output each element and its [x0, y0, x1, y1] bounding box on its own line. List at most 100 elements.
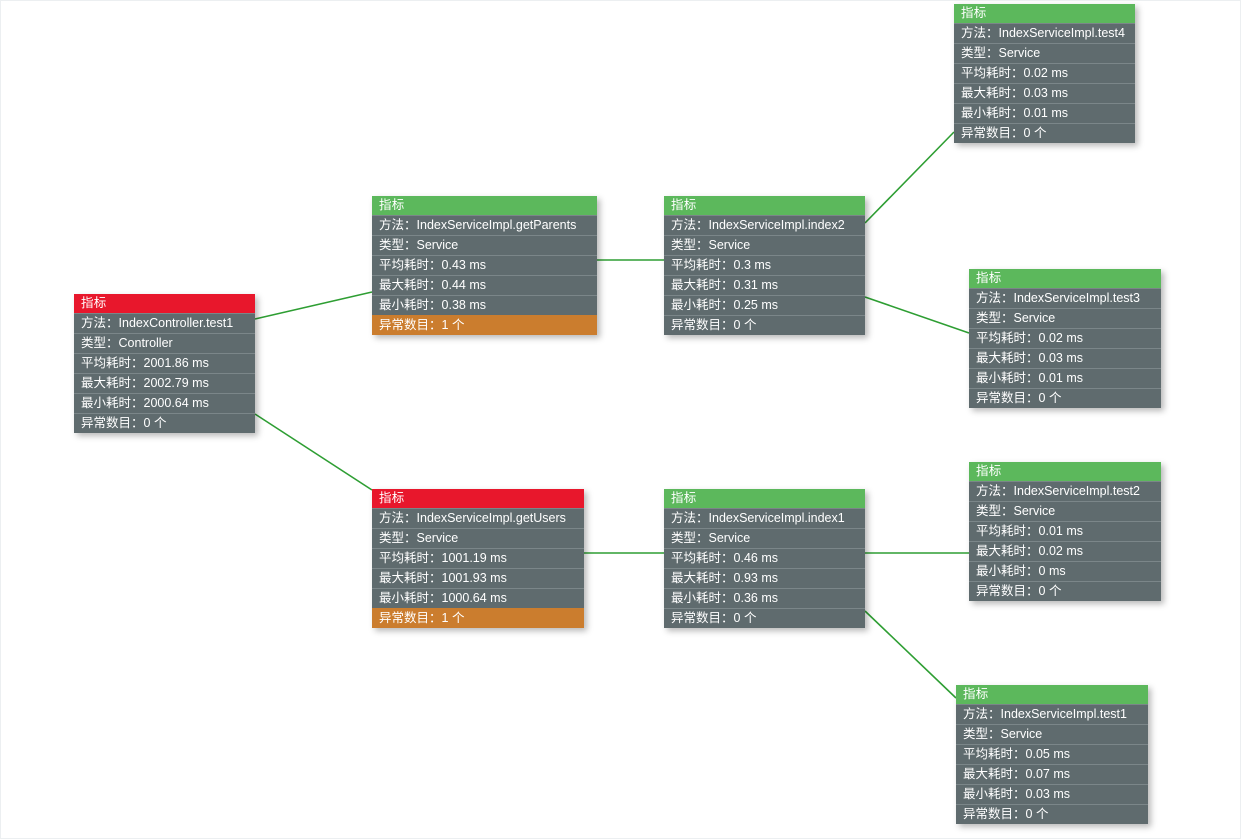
node-row-errors-test1: 异常数目：0 个 — [956, 804, 1148, 824]
row-value-method: IndexServiceImpl.test1 — [1000, 707, 1127, 721]
row-label-type: 类型： — [379, 531, 417, 545]
row-label-method: 方法： — [671, 218, 709, 232]
row-value-min: 0.36 ms — [733, 591, 778, 605]
row-value-errors: 1 个 — [441, 611, 465, 625]
row-label-type: 类型： — [961, 46, 999, 60]
row-value-errors: 0 个 — [143, 416, 167, 430]
node-row-method-getUsers: 方法：IndexServiceImpl.getUsers — [372, 508, 584, 528]
row-label-type: 类型： — [671, 531, 709, 545]
node-row-method-test1: 方法：IndexServiceImpl.test1 — [956, 704, 1148, 724]
row-value-errors: 0 个 — [1025, 807, 1049, 821]
row-label-errors: 异常数目： — [81, 416, 144, 430]
row-value-type: Service — [708, 531, 751, 545]
row-label-avg: 平均耗时： — [961, 66, 1024, 80]
row-value-method: IndexServiceImpl.getUsers — [416, 511, 566, 525]
node-row-errors-getUsers: 异常数目：1 个 — [372, 608, 584, 628]
row-value-avg: 0.05 ms — [1025, 747, 1070, 761]
row-value-type: Service — [1000, 727, 1043, 741]
row-value-errors: 1 个 — [441, 318, 465, 332]
node-row-avg-test1: 平均耗时：0.05 ms — [956, 744, 1148, 764]
edge-index2-to-test4 — [864, 131, 955, 224]
row-value-max: 0.07 ms — [1025, 767, 1070, 781]
row-value-min: 0.01 ms — [1023, 106, 1068, 120]
node-row-type-index1: 类型：Service — [664, 528, 865, 548]
row-value-max: 0.31 ms — [733, 278, 778, 292]
row-label-avg: 平均耗时： — [671, 258, 734, 272]
row-label-min: 最小耗时： — [976, 564, 1039, 578]
node-row-type-test2: 类型：Service — [969, 501, 1161, 521]
row-label-errors: 异常数目： — [976, 391, 1039, 405]
row-label-min: 最小耗时： — [81, 396, 144, 410]
node-header-getUsers: 指标 — [372, 489, 584, 508]
node-header-index1: 指标 — [664, 489, 865, 508]
node-row-type-index2: 类型：Service — [664, 235, 865, 255]
row-value-type: Service — [416, 531, 459, 545]
row-label-avg: 平均耗时： — [379, 258, 442, 272]
node-row-type-getUsers: 类型：Service — [372, 528, 584, 548]
row-label-errors: 异常数目： — [671, 318, 734, 332]
node-row-method-index1: 方法：IndexServiceImpl.index1 — [664, 508, 865, 528]
row-label-errors: 异常数目： — [976, 584, 1039, 598]
node-row-avg-index2: 平均耗时：0.3 ms — [664, 255, 865, 275]
row-value-max: 0.02 ms — [1038, 544, 1083, 558]
node-row-min-test2: 最小耗时：0 ms — [969, 561, 1161, 581]
row-value-max: 0.44 ms — [441, 278, 486, 292]
node-row-min-test1: 最小耗时：0.03 ms — [956, 784, 1148, 804]
row-value-avg: 1001.19 ms — [441, 551, 507, 565]
node-row-errors-index1: 异常数目：0 个 — [664, 608, 865, 628]
row-value-max: 0.03 ms — [1023, 86, 1068, 100]
row-label-method: 方法： — [379, 218, 417, 232]
row-value-avg: 0.01 ms — [1038, 524, 1083, 538]
row-value-avg: 0.43 ms — [441, 258, 486, 272]
row-label-method: 方法： — [81, 316, 119, 330]
node-header-test4: 指标 — [954, 4, 1135, 23]
node-row-method-test3: 方法：IndexServiceImpl.test3 — [969, 288, 1161, 308]
row-value-type: Service — [708, 238, 751, 252]
row-value-avg: 0.02 ms — [1023, 66, 1068, 80]
node-row-avg-index1: 平均耗时：0.46 ms — [664, 548, 865, 568]
row-label-type: 类型： — [671, 238, 709, 252]
node-row-type-test3: 类型：Service — [969, 308, 1161, 328]
row-label-max: 最大耗时： — [976, 351, 1039, 365]
node-row-errors-test3: 异常数目：0 个 — [969, 388, 1161, 408]
node-row-min-test4: 最小耗时：0.01 ms — [954, 103, 1135, 123]
row-label-min: 最小耗时： — [671, 591, 734, 605]
node-row-avg-test4: 平均耗时：0.02 ms — [954, 63, 1135, 83]
row-value-avg: 0.3 ms — [733, 258, 772, 272]
node-row-method-root: 方法：IndexController.test1 — [74, 313, 255, 333]
row-value-min: 2000.64 ms — [143, 396, 209, 410]
row-label-method: 方法： — [379, 511, 417, 525]
row-value-type: Controller — [118, 336, 173, 350]
node-row-min-test3: 最小耗时：0.01 ms — [969, 368, 1161, 388]
row-label-errors: 异常数目： — [671, 611, 734, 625]
node-row-max-test1: 最大耗时：0.07 ms — [956, 764, 1148, 784]
node-row-type-root: 类型：Controller — [74, 333, 255, 353]
row-label-method: 方法： — [963, 707, 1001, 721]
row-value-errors: 0 个 — [1023, 126, 1047, 140]
row-value-errors: 0 个 — [1038, 391, 1062, 405]
node-row-method-getParents: 方法：IndexServiceImpl.getParents — [372, 215, 597, 235]
node-header-getParents: 指标 — [372, 196, 597, 215]
row-value-min: 0.25 ms — [733, 298, 778, 312]
row-value-min: 0 ms — [1038, 564, 1066, 578]
row-label-type: 类型： — [379, 238, 417, 252]
row-value-errors: 0 个 — [733, 318, 757, 332]
row-label-avg: 平均耗时： — [976, 524, 1039, 538]
row-value-avg: 0.02 ms — [1038, 331, 1083, 345]
row-value-method: IndexController.test1 — [118, 316, 234, 330]
row-label-method: 方法： — [671, 511, 709, 525]
node-row-avg-test3: 平均耗时：0.02 ms — [969, 328, 1161, 348]
row-label-avg: 平均耗时： — [963, 747, 1026, 761]
row-label-max: 最大耗时： — [976, 544, 1039, 558]
row-value-method: IndexServiceImpl.test4 — [998, 26, 1125, 40]
